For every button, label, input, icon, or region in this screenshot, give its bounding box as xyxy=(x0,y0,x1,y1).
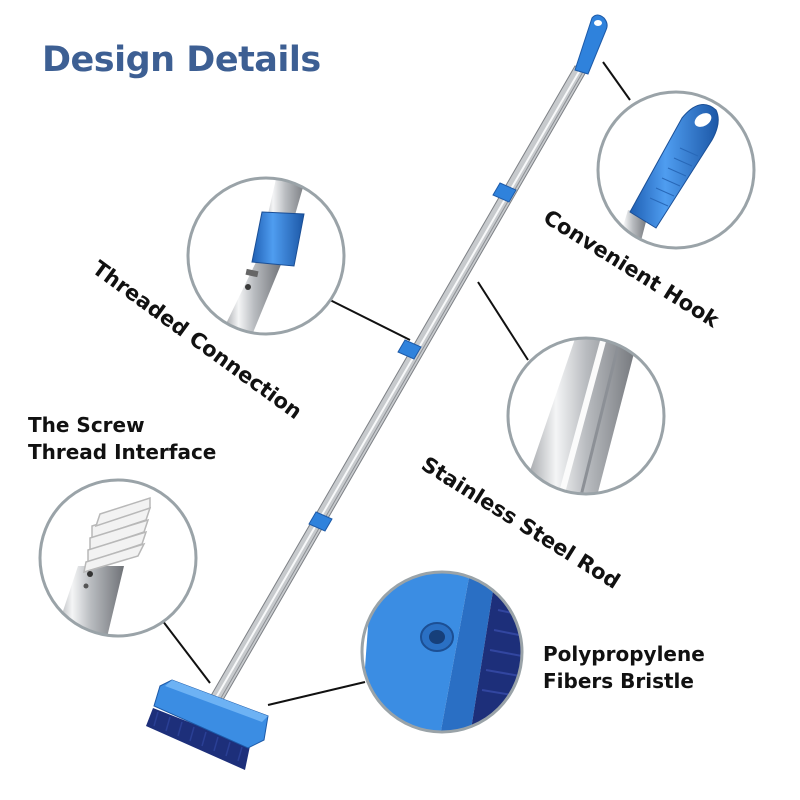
page-title: Design Details xyxy=(42,40,321,80)
label-bristle: Polypropylene Fibers Bristle xyxy=(543,641,705,695)
detail-convenient-hook xyxy=(596,90,756,250)
label-bristle-line-1: Polypropylene xyxy=(543,642,705,666)
detail-screw-thread xyxy=(38,478,198,638)
leader-lines xyxy=(161,61,631,706)
detail-steel-rod xyxy=(506,336,666,496)
label-screw-thread: The Screw Thread Interface xyxy=(28,412,216,466)
label-bristle-line-2: Fibers Bristle xyxy=(543,669,694,693)
broom-head xyxy=(146,679,269,770)
hook-handle xyxy=(574,14,608,75)
label-screw-thread-line-1: The Screw xyxy=(28,413,145,437)
pole-connectors xyxy=(308,182,517,532)
detail-bristle xyxy=(360,570,524,734)
label-screw-thread-line-2: Thread Interface xyxy=(28,440,217,464)
detail-threaded-connection xyxy=(186,176,346,336)
